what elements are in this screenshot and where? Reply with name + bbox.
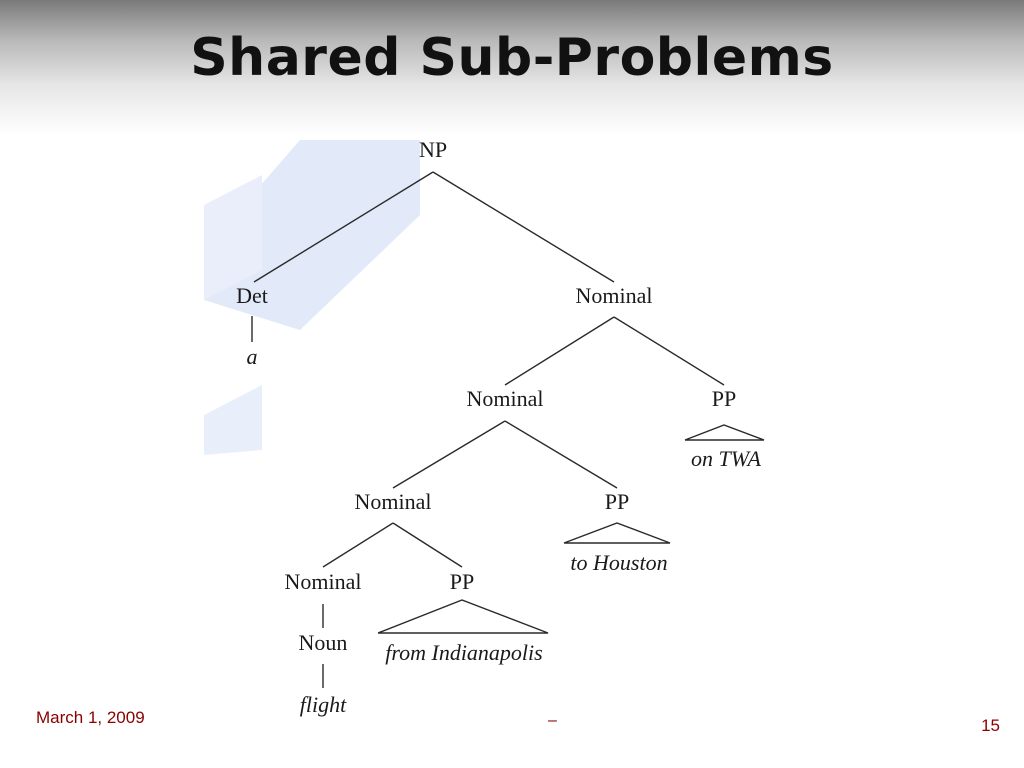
phrase-to-houston: to Houston: [570, 550, 667, 575]
edge-nominal-1-nominal-2: [504, 316, 615, 386]
title-band: [0, 0, 1024, 140]
footer-mark: –: [548, 712, 557, 729]
node-pp-3: PP: [450, 569, 474, 594]
node-pp-2: PP: [605, 489, 629, 514]
node-det: Det: [236, 283, 268, 308]
phrase-on-twa: on TWA: [691, 446, 762, 471]
edge-np-nominal-1: [432, 171, 615, 283]
edge-nominal-3-pp-3: [392, 522, 463, 568]
node-pp-1: PP: [712, 386, 736, 411]
page-number: 15: [981, 716, 1000, 735]
watermark-shape-2: [204, 175, 262, 300]
node-np: NP: [419, 137, 447, 162]
edge-nominal-1-pp-1: [613, 316, 725, 386]
footer-date: March 1, 2009: [36, 708, 145, 727]
watermark-shape-3: [204, 385, 262, 455]
triangle-pp-3: [377, 599, 549, 634]
word-a: a: [247, 344, 258, 369]
node-nominal-1: Nominal: [576, 283, 653, 308]
node-nominal-4: Nominal: [285, 569, 362, 594]
triangle-pp-2: [563, 522, 671, 544]
edge-nominal-3-nominal-4: [322, 522, 394, 568]
word-flight: flight: [300, 692, 347, 717]
slide-title: Shared Sub-Problems: [190, 28, 834, 88]
phrase-from-indianapolis: from Indianapolis: [385, 640, 542, 665]
edge-nominal-2-pp-2: [504, 420, 618, 489]
triangle-pp-1: [684, 424, 765, 441]
node-noun: Noun: [299, 630, 348, 655]
node-nominal-3: Nominal: [355, 489, 432, 514]
edge-np-det: [253, 171, 434, 283]
watermark-shape-1: [204, 140, 420, 330]
watermark-graphic: [204, 140, 420, 455]
node-nominal-2: Nominal: [467, 386, 544, 411]
edge-nominal-2-nominal-3: [392, 420, 506, 489]
